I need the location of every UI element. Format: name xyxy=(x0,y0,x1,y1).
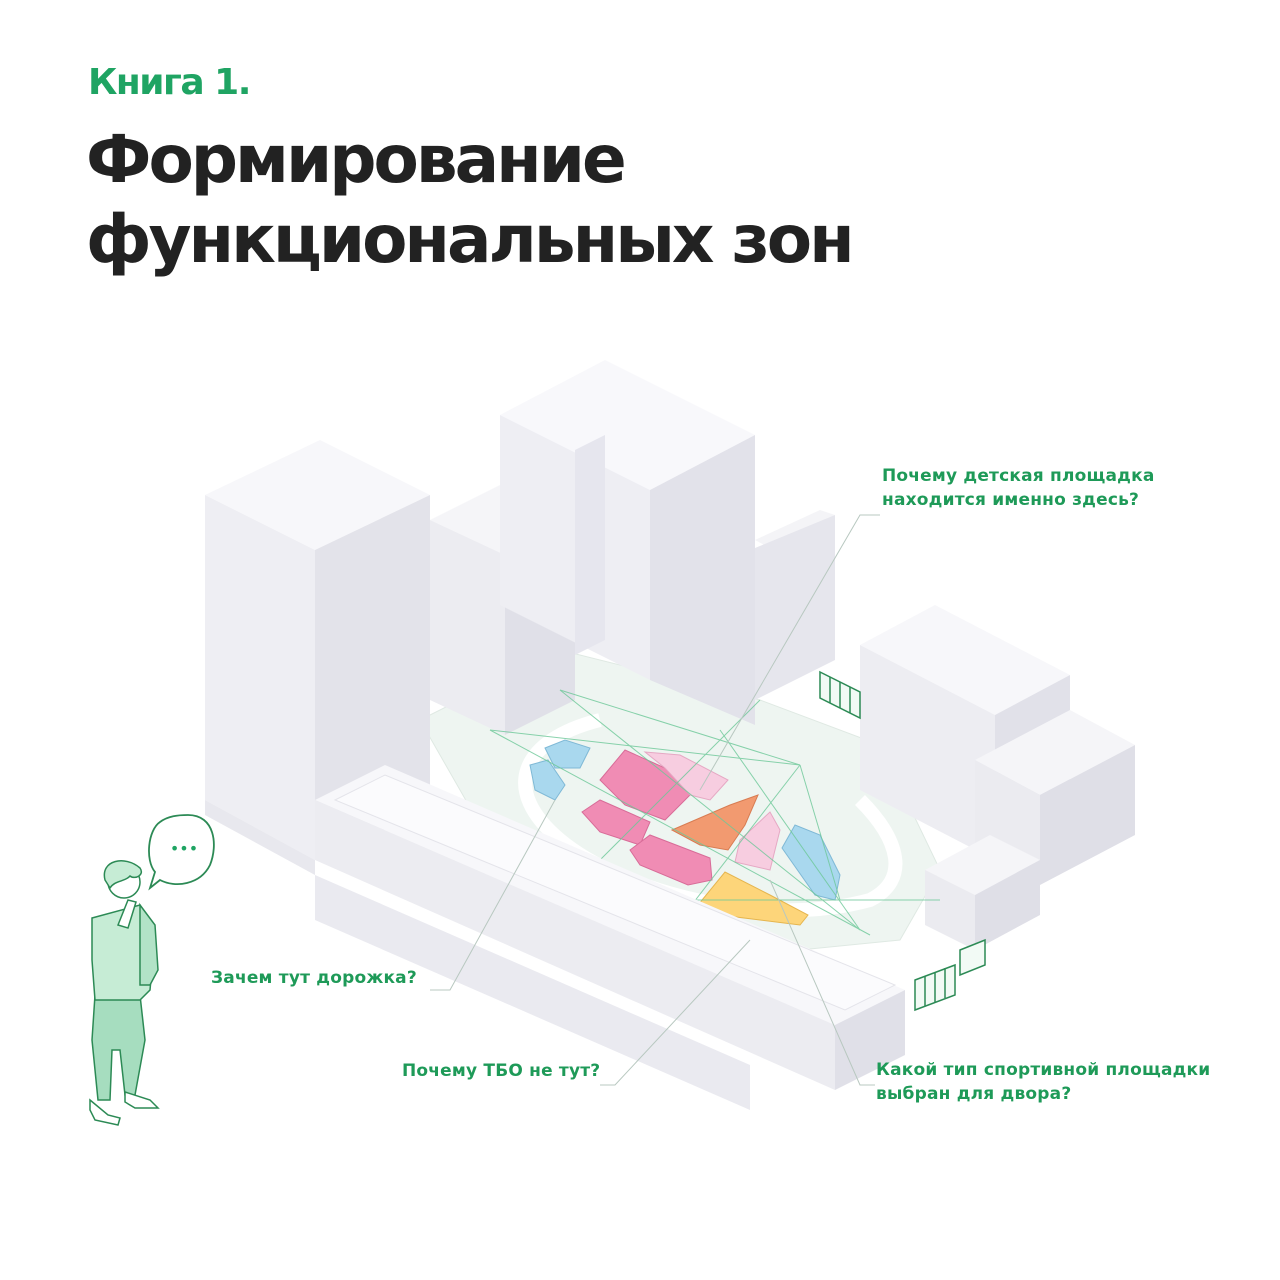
zone-pink-2 xyxy=(581,799,651,846)
thought-bubble: ••• xyxy=(148,814,215,891)
callout-waste: Почему ТБО не тут? xyxy=(402,1061,601,1081)
callout-sport-line2: выбран для двора? xyxy=(876,1084,1072,1104)
zone-blue-2 xyxy=(529,759,566,801)
callout-leaders xyxy=(430,514,880,1086)
callout-path: Зачем тут дорожка? xyxy=(211,968,417,988)
zone-light-pink-1 xyxy=(643,751,729,801)
callout-playground-line1: Почему детская площадка xyxy=(882,466,1155,486)
building-tower-center xyxy=(500,360,755,725)
building-wing-right xyxy=(755,510,835,700)
fence-bottom xyxy=(914,938,986,1012)
title-line-2: функциональных зон xyxy=(86,201,855,278)
leader-path xyxy=(430,799,556,991)
zone-pink-3 xyxy=(629,834,713,886)
callout-playground: Почему детская площадка находится именно… xyxy=(882,464,1155,512)
callout-sport-line1: Какой тип спортивной площадки xyxy=(876,1060,1211,1080)
book-number: Книга 1. xyxy=(88,62,251,103)
building-tower-left xyxy=(205,440,430,860)
callout-playground-line2: находится именно здесь? xyxy=(882,490,1140,510)
callout-sport: Какой тип спортивной площадки выбран для… xyxy=(876,1058,1210,1106)
leader-sport xyxy=(769,879,875,1086)
building-front xyxy=(205,765,905,1110)
building-right xyxy=(860,605,1135,950)
page-title: Формирование функциональных зон xyxy=(86,120,855,280)
title-line-1: Формирование xyxy=(86,121,627,198)
zone-orange xyxy=(670,794,759,851)
leader-waste xyxy=(600,939,751,1086)
zone-light-pink-2 xyxy=(734,811,781,871)
fence-top xyxy=(819,670,861,720)
thought-bubble-dots: ••• xyxy=(170,839,198,858)
leader-playground xyxy=(699,514,880,791)
person-thinking xyxy=(89,860,160,1126)
